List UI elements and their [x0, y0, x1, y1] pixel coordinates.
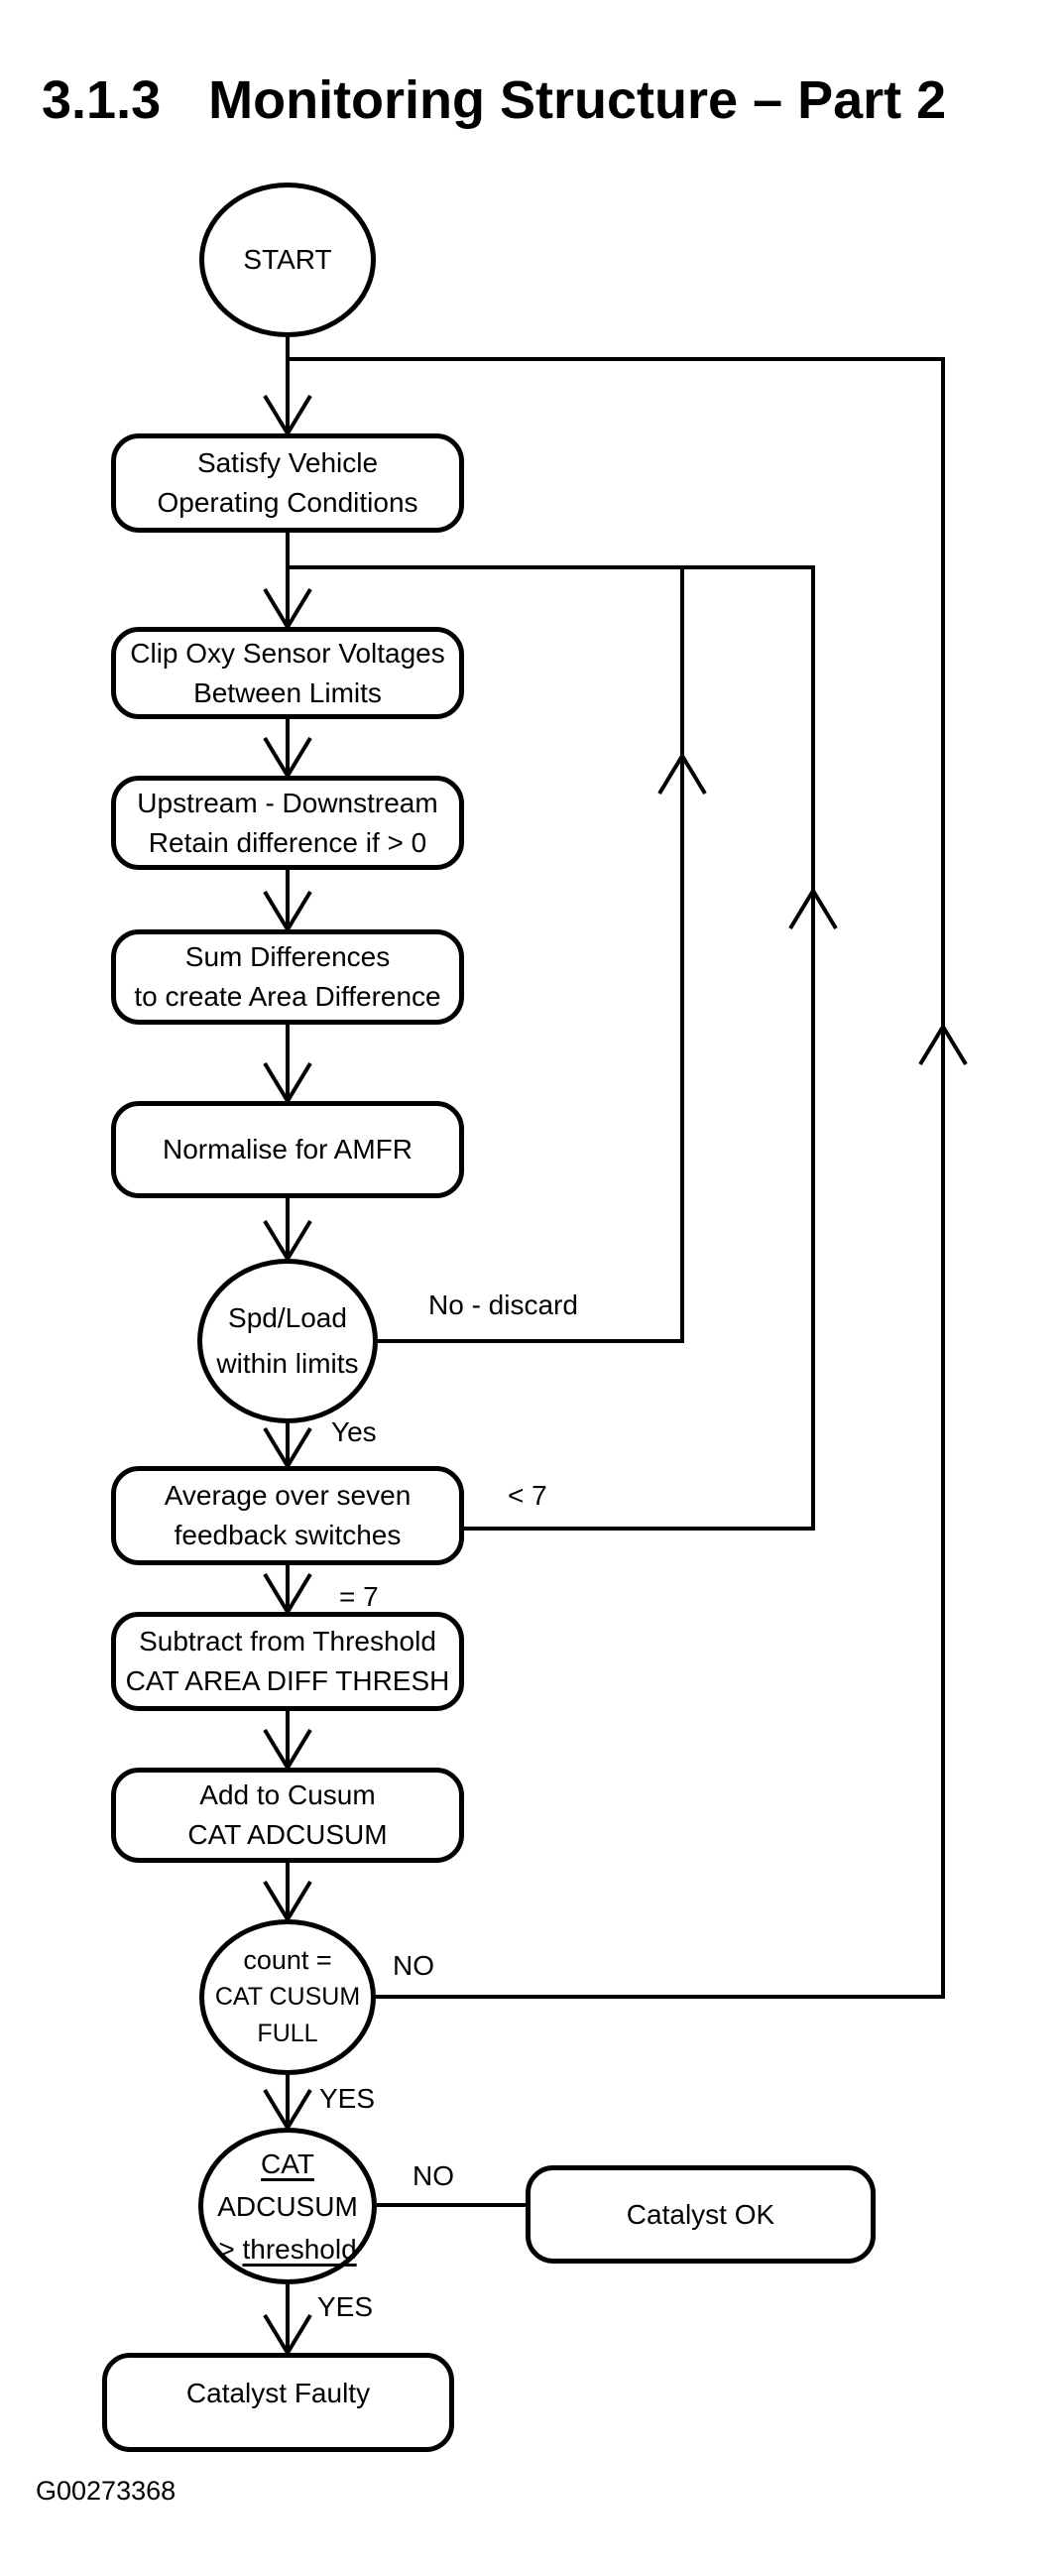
edge-label-no-discard: No - discard [428, 1289, 578, 1320]
node-line: CAT [261, 2147, 314, 2179]
node-count-full-decision: count = CAT CUSUM FULL [199, 1919, 376, 2075]
title-text: Monitoring Structure – Part 2 [208, 70, 947, 130]
arrowhead-up [918, 1023, 968, 1066]
edge-label-no-cat: NO [413, 2160, 454, 2191]
node-start-label: START [243, 244, 332, 275]
node-add-to-cusum: Add to Cusum CAT ADCUSUM [111, 1768, 464, 1863]
edge-label-eq7: = 7 [339, 1581, 379, 1612]
gt-prefix: > [218, 2233, 243, 2265]
node-line: CAT ADCUSUM [187, 1819, 388, 1850]
node-line: Catalyst OK [626, 2198, 775, 2230]
node-normalise-amfr: Normalise for AMFR [111, 1101, 464, 1198]
node-line: to create Area Difference [134, 981, 441, 1012]
node-line: Between Limits [193, 676, 382, 708]
edge-label-yes-cat: YES [317, 2291, 374, 2322]
section-number: 3.1.3 [42, 70, 162, 130]
arrowhead-up [657, 752, 707, 796]
node-line: CAT CUSUM [214, 1983, 361, 2011]
node-line: Add to Cusum [199, 1779, 376, 1810]
node-clip-voltages: Clip Oxy Sensor Voltages Between Limits [111, 627, 464, 719]
node-line: > threshold [218, 2228, 356, 2270]
node-upstream-downstream: Upstream - Downstream Retain difference … [111, 776, 464, 870]
node-line: Subtract from Threshold [139, 1626, 436, 1656]
node-line: Sum Differences [184, 941, 391, 972]
node-catalyst-ok: Catalyst OK [526, 2165, 876, 2264]
edge-label-yes-count: YES [319, 2083, 376, 2114]
edge-label-yes: Yes [331, 1416, 377, 1447]
node-start: START [199, 183, 376, 337]
node-spd-load-decision: Spd/Load within limits [197, 1259, 378, 1423]
node-line: CAT AREA DIFF THRESH [125, 1665, 450, 1696]
node-line: feedback switches [174, 1520, 402, 1550]
page-title: 3.1.3 Monitoring Structure – Part 2 [42, 69, 946, 131]
node-catalyst-faulty: Catalyst Faulty [102, 2353, 454, 2452]
node-line: within limits [216, 1348, 359, 1379]
node-sum-differences: Sum Differences to create Area Differenc… [111, 929, 464, 1025]
node-satisfy-conditions: Satisfy Vehicle Operating Conditions [111, 433, 464, 533]
edge-label-lt7: < 7 [508, 1480, 547, 1511]
node-average-seven: Average over seven feedback switches [111, 1466, 464, 1565]
node-subtract-threshold: Subtract from Threshold CAT AREA DIFF TH… [111, 1612, 464, 1711]
node-line: count = [243, 1945, 332, 1975]
edge-mid-branch [288, 565, 815, 1531]
node-line: FULL [257, 2020, 318, 2047]
figure-id: G00273368 [36, 2476, 177, 2506]
arrowhead-up [788, 887, 838, 930]
edge-top-branch [288, 357, 945, 1999]
threshold-word: threshold [242, 2233, 357, 2265]
node-line: Clip Oxy Sensor Voltages [130, 637, 445, 669]
node-line: Operating Conditions [157, 487, 418, 518]
node-line: ADCUSUM [217, 2190, 358, 2222]
edge-no-discard-return [378, 567, 684, 1343]
node-line: Normalise for AMFR [162, 1134, 413, 1165]
node-line: Upstream - Downstream [137, 787, 438, 818]
node-line: Retain difference if > 0 [148, 826, 427, 858]
edge-label-no-count: NO [393, 1950, 434, 1981]
node-line: Catalyst Faulty [185, 2378, 371, 2408]
node-adcusum-threshold-decision: CAT ADCUSUM > threshold [198, 2128, 377, 2284]
node-line: Satisfy Vehicle [196, 447, 379, 478]
node-line: Average over seven [164, 1480, 412, 1511]
node-line: Spd/Load [228, 1302, 347, 1333]
